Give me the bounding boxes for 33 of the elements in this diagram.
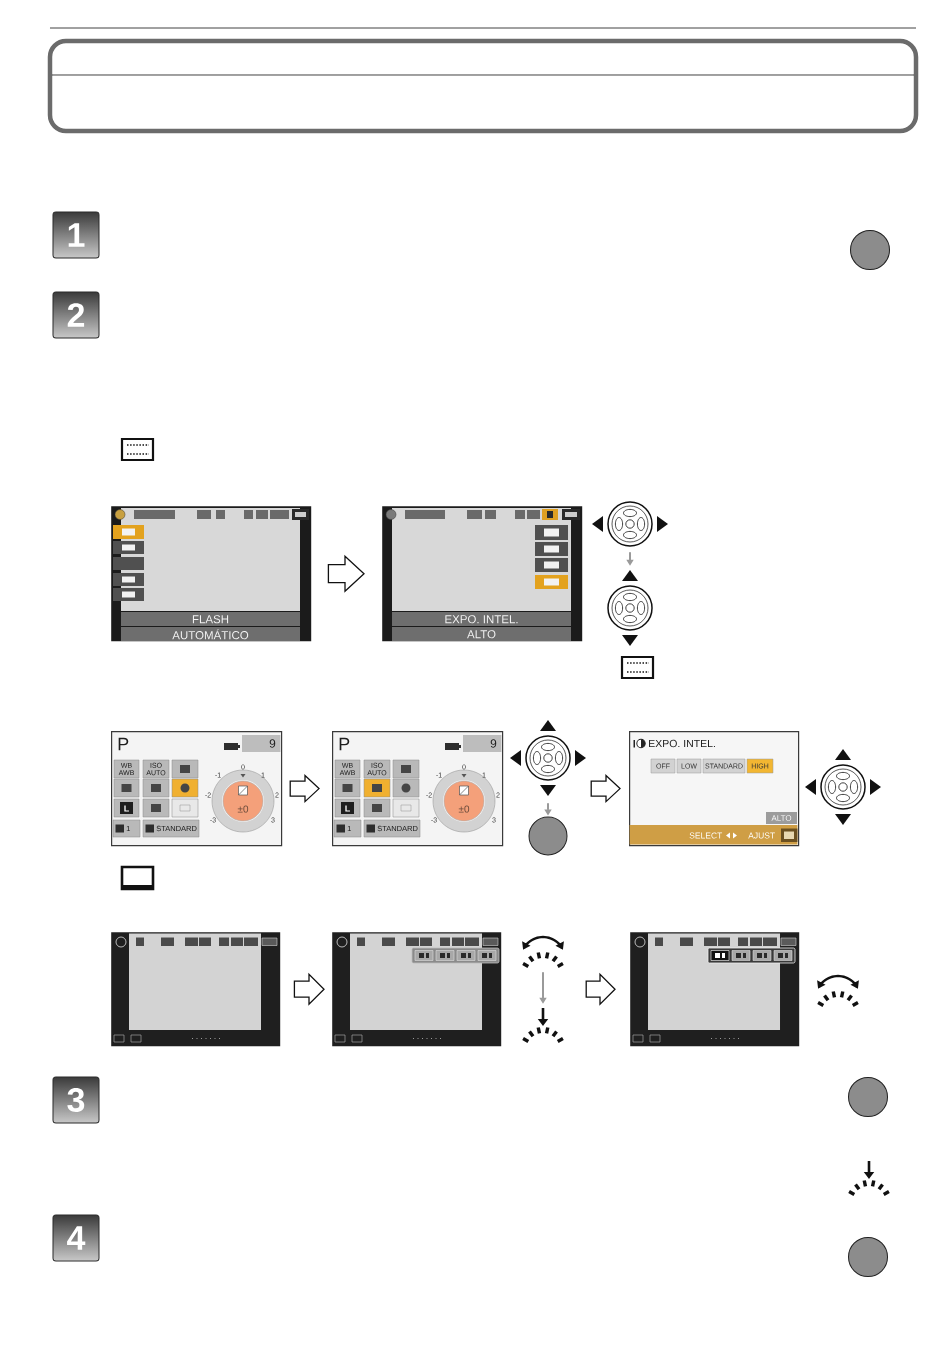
- block-arrow: [585, 972, 616, 1006]
- menu-title: EXPO. INTEL.: [649, 739, 715, 748]
- block-arrow: [327, 554, 365, 593]
- block-arrow: [590, 774, 621, 804]
- step-badge: 3: [52, 1076, 100, 1124]
- arrow: [539, 971, 547, 1004]
- step-badge: 2: [52, 291, 100, 339]
- joystick-icon: [510, 720, 586, 796]
- dial-icon: [521, 1008, 565, 1044]
- counter-box: 9: [463, 735, 502, 752]
- block-arrow: [289, 774, 320, 804]
- menu-tile: L: [113, 798, 140, 818]
- value-box: ALTO: [766, 812, 797, 824]
- step-badge: 1: [52, 211, 100, 259]
- menu-bar: AUTOMÁTICO: [121, 627, 300, 641]
- dial-icon: [521, 935, 565, 969]
- counter-box: 9: [242, 735, 281, 752]
- button-icon: [528, 816, 568, 856]
- menu-bar: EXPO. INTEL.: [392, 612, 571, 626]
- menu-bar: FLASH: [121, 612, 300, 626]
- value-text: ±0: [458, 805, 470, 813]
- joystick-icon: [592, 501, 668, 547]
- menu-bar: ALTO: [392, 627, 571, 641]
- hint-text: AJUST: [748, 832, 775, 839]
- block-arrow: [293, 972, 325, 1006]
- arrow: [626, 551, 634, 566]
- joystick-icon: [607, 570, 653, 646]
- hint-text: SELECT: [689, 832, 723, 839]
- mode-letter: P: [339, 737, 350, 751]
- menu-tile: L: [334, 798, 361, 818]
- mode-letter: P: [118, 737, 129, 751]
- step-badge: 4: [52, 1214, 100, 1262]
- value-text: ±0: [237, 805, 249, 813]
